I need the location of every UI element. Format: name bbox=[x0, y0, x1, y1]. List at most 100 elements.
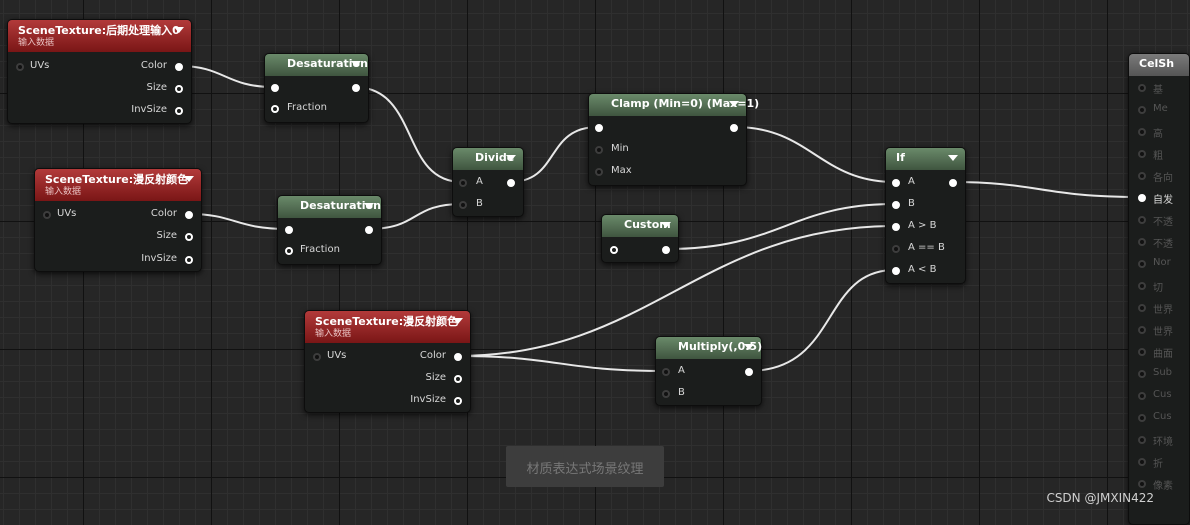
a-equal-b-input-pin[interactable] bbox=[892, 245, 900, 253]
clamp-node[interactable]: Clamp (Min=0) (Max=1) Min Max bbox=[588, 93, 759, 186]
a-label: A bbox=[908, 176, 915, 187]
material-input-pin[interactable] bbox=[1138, 304, 1146, 312]
output-pin[interactable] bbox=[662, 246, 670, 254]
desaturation-node-1[interactable]: Desaturation Fraction bbox=[264, 53, 369, 123]
divide-node[interactable]: Divide A B bbox=[452, 147, 524, 217]
fraction-input-pin[interactable] bbox=[285, 247, 293, 255]
chevron-down-icon[interactable] bbox=[948, 155, 958, 161]
chevron-down-icon[interactable] bbox=[364, 203, 374, 209]
b-input-pin[interactable] bbox=[459, 201, 467, 209]
input-pin[interactable] bbox=[271, 84, 279, 92]
node-header[interactable]: Desaturation bbox=[265, 54, 368, 76]
color-output-pin[interactable] bbox=[185, 211, 193, 219]
invsize-output-pin[interactable] bbox=[454, 397, 462, 405]
input-pin[interactable] bbox=[285, 226, 293, 234]
material-input-label: 切 bbox=[1153, 283, 1163, 294]
size-output-pin[interactable] bbox=[185, 233, 193, 241]
chevron-down-icon[interactable] bbox=[184, 176, 194, 182]
material-input-pin[interactable] bbox=[1138, 128, 1146, 136]
invsize-output-pin[interactable] bbox=[185, 256, 193, 264]
color-output-pin[interactable] bbox=[175, 63, 183, 71]
node-header[interactable]: Clamp (Min=0) (Max=1) bbox=[589, 94, 759, 116]
b-input-pin[interactable] bbox=[892, 201, 900, 209]
output-pin[interactable] bbox=[730, 124, 738, 132]
material-input-pin[interactable] bbox=[1138, 84, 1146, 92]
color-output-pin[interactable] bbox=[454, 353, 462, 361]
output-pin[interactable] bbox=[745, 368, 753, 376]
material-input-pin[interactable] bbox=[1138, 150, 1146, 158]
a-less-b-input-pin[interactable] bbox=[892, 267, 900, 275]
output-pin[interactable] bbox=[949, 179, 957, 187]
material-input-pin[interactable] bbox=[1138, 480, 1146, 488]
a-input-pin[interactable] bbox=[662, 368, 670, 376]
custom-node[interactable]: Custom bbox=[601, 214, 679, 263]
max-input-pin[interactable] bbox=[595, 168, 603, 176]
b-input-pin[interactable] bbox=[662, 390, 670, 398]
node-header[interactable]: SceneTexture:漫反射颜色 输入数据 bbox=[305, 311, 470, 343]
material-input-label: 不透 bbox=[1153, 217, 1173, 228]
chevron-down-icon[interactable] bbox=[453, 318, 463, 324]
material-input-label: 世界 bbox=[1153, 305, 1173, 316]
material-input-pin[interactable] bbox=[1138, 326, 1146, 334]
a-input-pin[interactable] bbox=[892, 179, 900, 187]
node-header[interactable]: Custom bbox=[602, 215, 678, 237]
material-input-pin[interactable] bbox=[1138, 106, 1146, 114]
size-output-pin[interactable] bbox=[454, 375, 462, 383]
chevron-down-icon[interactable] bbox=[174, 27, 184, 33]
node-title: CelSh bbox=[1139, 57, 1175, 70]
output-pin[interactable] bbox=[507, 179, 515, 187]
chevron-down-icon[interactable] bbox=[661, 222, 671, 228]
chevron-down-icon[interactable] bbox=[351, 61, 361, 67]
desaturation-node-2[interactable]: Desaturation Fraction bbox=[277, 195, 382, 265]
a-input-pin[interactable] bbox=[459, 179, 467, 187]
material-input-pin[interactable] bbox=[1138, 238, 1146, 246]
uvs-input-pin[interactable] bbox=[43, 211, 51, 219]
input-pin[interactable] bbox=[595, 124, 603, 132]
material-input-pin[interactable] bbox=[1138, 414, 1146, 422]
if-node[interactable]: If A B A > B A == B A < B bbox=[885, 147, 966, 284]
material-input-pin[interactable] bbox=[1138, 458, 1146, 466]
chevron-down-icon[interactable] bbox=[506, 155, 516, 161]
output-pin[interactable] bbox=[365, 226, 373, 234]
comment-box[interactable]: 材质表达式场景纹理 bbox=[506, 446, 664, 487]
material-input-pin[interactable] bbox=[1138, 172, 1146, 180]
scene-texture-node-2[interactable]: SceneTexture:漫反射颜色 输入数据 UVs Color Size I… bbox=[34, 168, 202, 272]
size-label: Size bbox=[425, 372, 446, 383]
uvs-input-pin[interactable] bbox=[313, 353, 321, 361]
min-input-pin[interactable] bbox=[595, 146, 603, 154]
multiply-node[interactable]: Multiply(,0.5) A B bbox=[655, 336, 762, 406]
uvs-input-pin[interactable] bbox=[16, 63, 24, 71]
material-input-label: 各向 bbox=[1153, 173, 1173, 184]
input-pin[interactable] bbox=[610, 246, 618, 254]
chevron-down-icon[interactable] bbox=[729, 101, 739, 107]
material-input-pin[interactable] bbox=[1138, 370, 1146, 378]
a-label: A bbox=[476, 176, 483, 187]
material-input-pin[interactable] bbox=[1138, 260, 1146, 268]
node-header[interactable]: If bbox=[886, 148, 965, 170]
node-header[interactable]: Desaturation bbox=[278, 196, 381, 218]
fraction-label: Fraction bbox=[287, 102, 327, 113]
output-pin[interactable] bbox=[352, 84, 360, 92]
material-input-pin[interactable] bbox=[1138, 194, 1146, 202]
scene-texture-node-3[interactable]: SceneTexture:漫反射颜色 输入数据 UVs Color Size I… bbox=[304, 310, 471, 413]
node-header[interactable]: Divide bbox=[453, 148, 523, 170]
material-input-pin[interactable] bbox=[1138, 348, 1146, 356]
size-label: Size bbox=[156, 230, 177, 241]
material-input-label: 基 bbox=[1153, 85, 1163, 96]
material-input-pin[interactable] bbox=[1138, 436, 1146, 444]
node-header[interactable]: CelSh bbox=[1129, 54, 1189, 76]
node-header[interactable]: SceneTexture:后期处理输入0 输入数据 bbox=[8, 20, 191, 52]
node-header[interactable]: Multiply(,0.5) bbox=[656, 337, 762, 359]
node-header[interactable]: SceneTexture:漫反射颜色 输入数据 bbox=[35, 169, 201, 201]
fraction-input-pin[interactable] bbox=[271, 105, 279, 113]
material-input-pin[interactable] bbox=[1138, 282, 1146, 290]
min-label: Min bbox=[611, 143, 629, 154]
invsize-output-pin[interactable] bbox=[175, 107, 183, 115]
material-input-pin[interactable] bbox=[1138, 216, 1146, 224]
material-input-pin[interactable] bbox=[1138, 392, 1146, 400]
a-greater-b-input-pin[interactable] bbox=[892, 223, 900, 231]
size-output-pin[interactable] bbox=[175, 85, 183, 93]
scene-texture-node-1[interactable]: SceneTexture:后期处理输入0 输入数据 UVs Color Size… bbox=[7, 19, 192, 124]
chevron-down-icon[interactable] bbox=[744, 344, 754, 350]
